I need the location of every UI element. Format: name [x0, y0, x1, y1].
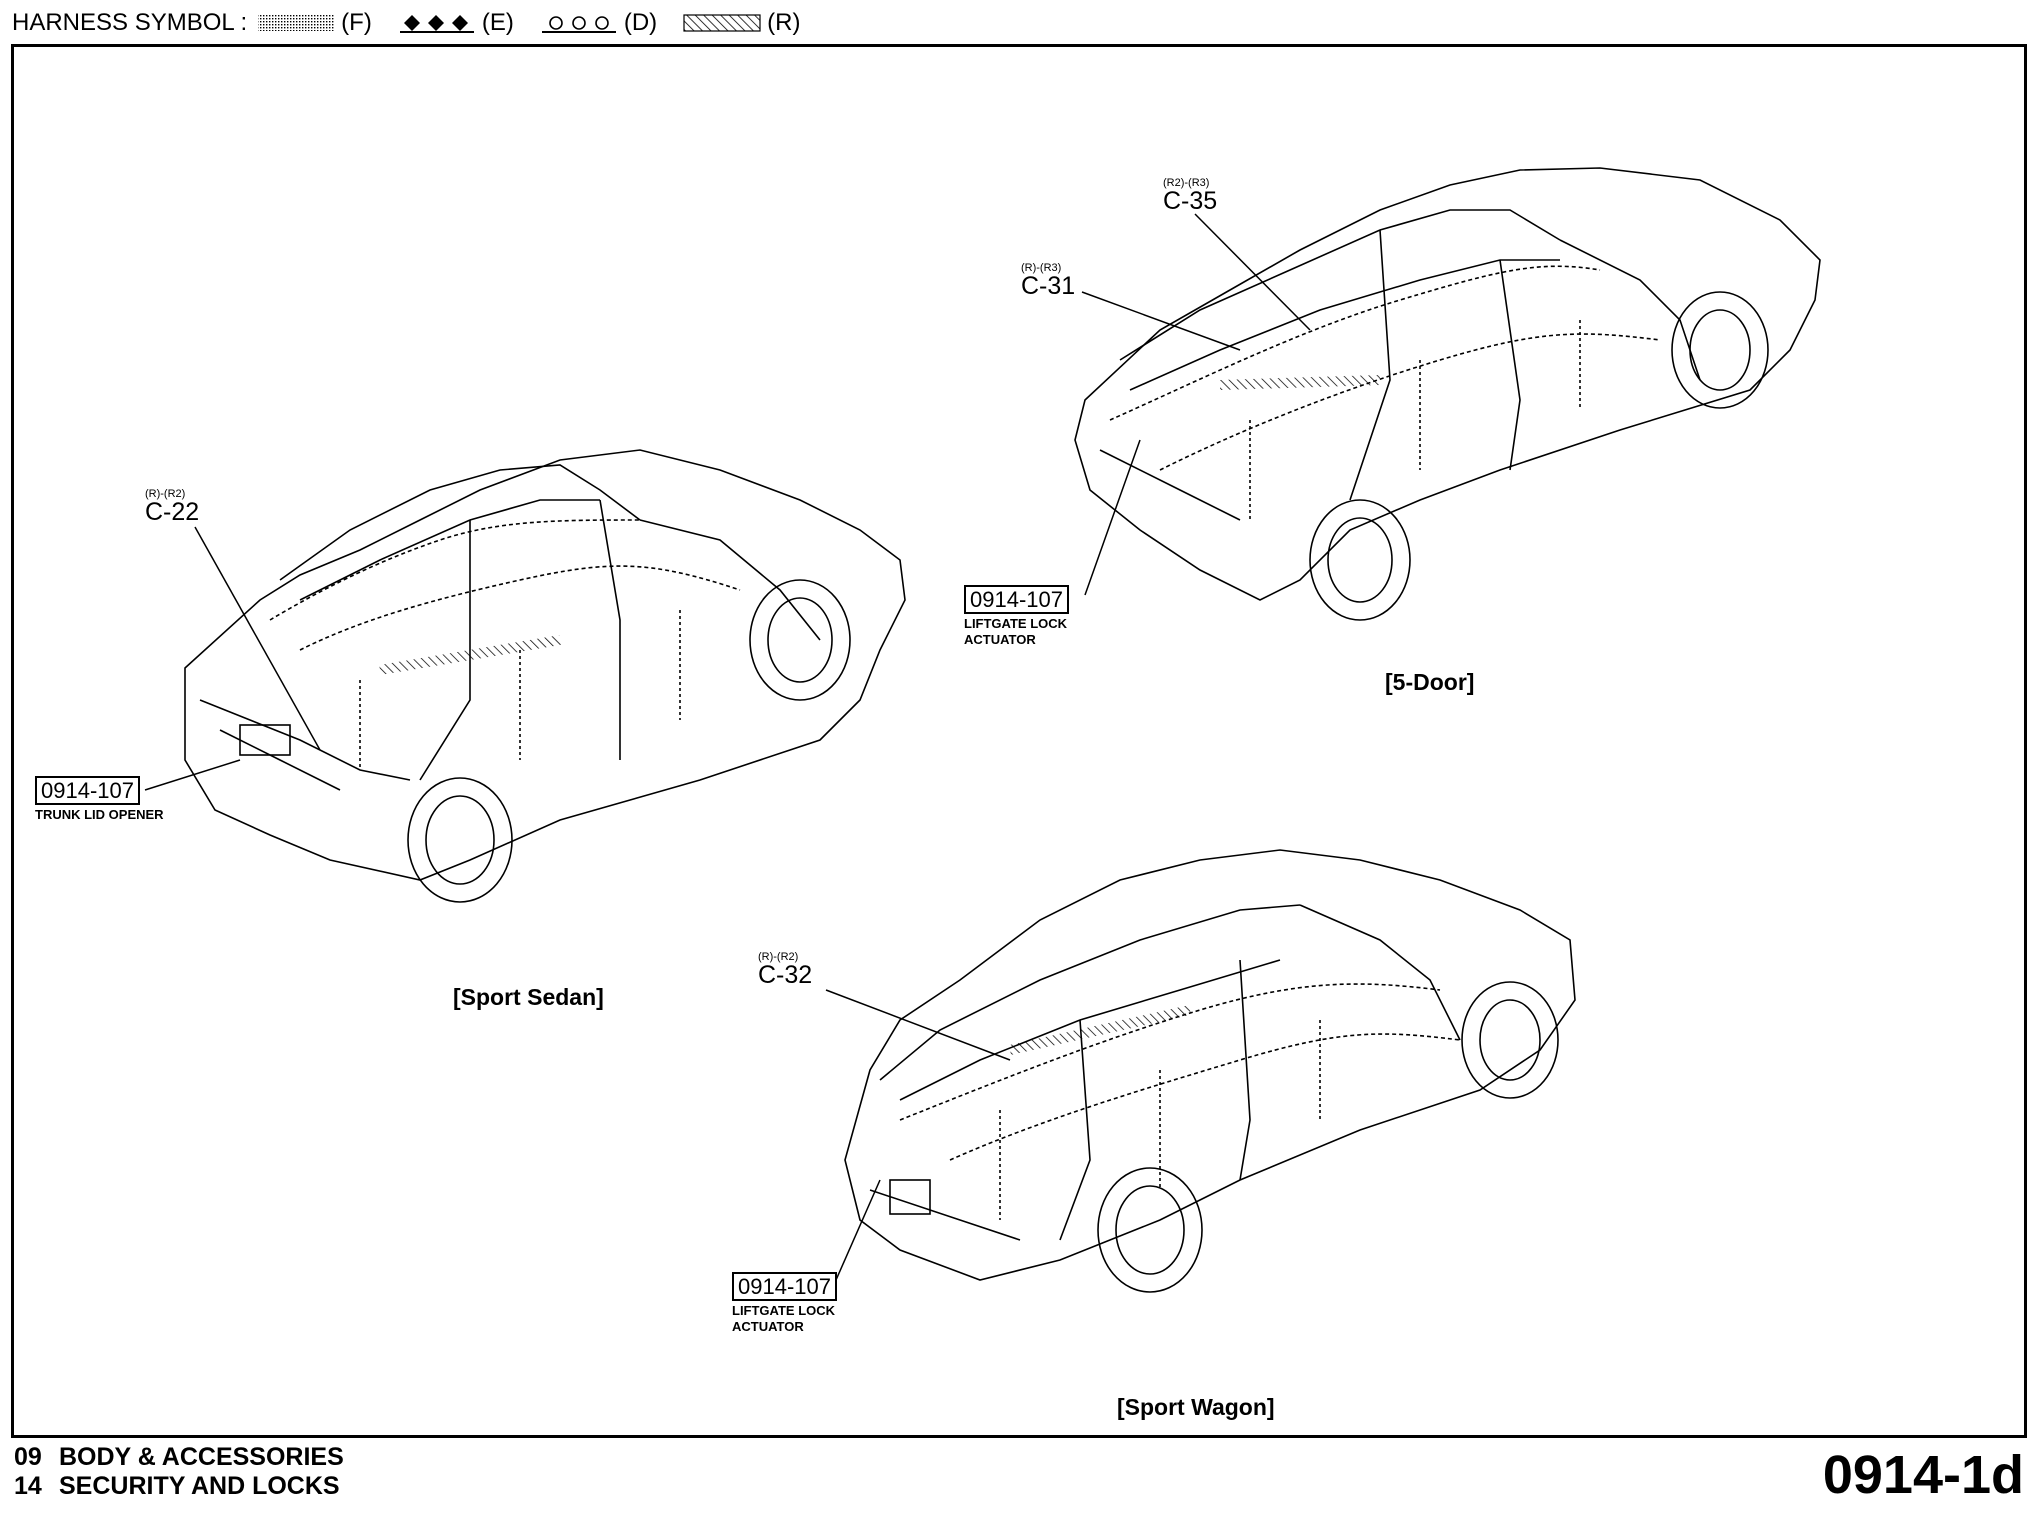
sport-sedan-drawing	[184, 449, 906, 903]
sport-wagon-drawing	[844, 849, 1576, 1293]
circle-chain-pattern-icon	[541, 16, 616, 33]
callout-range: (R2)-(R3)	[1163, 177, 1210, 189]
section-number: 09	[14, 1443, 42, 1471]
page-id: 0914-1d	[1822, 1445, 2024, 1505]
callout-id: C-35	[1163, 187, 1218, 215]
reference-code-box: 0914-107	[964, 585, 1069, 615]
reference-wagon: 0914-107 LIFTGATE LOCK ACTUATOR	[732, 1272, 837, 1336]
callout-id: C-32	[758, 961, 813, 989]
reference-caption: TRUNK LID OPENER	[35, 807, 164, 823]
diagram-frame	[11, 44, 2027, 1438]
callout-range: (R)-(R2)	[758, 951, 799, 963]
legend-code-f: (F)	[341, 9, 372, 36]
section-title: BODY & ACCESSORIES	[59, 1443, 344, 1471]
section-footer: 09 BODY & ACCESSORIES 14 SECURITY AND LOCK…	[14, 1443, 344, 1501]
connector-callout-c32: (R)-(R2) C-32	[758, 952, 812, 988]
reference-code-box: 0914-107	[732, 1272, 837, 1302]
diamond-chain-pattern-icon	[399, 15, 474, 33]
callout-id: C-22	[145, 498, 200, 526]
subsection-number: 14	[14, 1472, 42, 1500]
connector-callout-c22: (R)-(R2) C-22	[145, 489, 199, 525]
dotted-fill-pattern-icon	[258, 15, 335, 31]
callout-range: (R)-(R2)	[145, 488, 186, 500]
reference-code-box: 0914-107	[35, 776, 140, 806]
callout-range: (R)-(R3)	[1021, 262, 1062, 274]
five-door-drawing	[1074, 167, 1821, 621]
legend-code-r: (R)	[767, 9, 801, 36]
view-label-sport-sedan: [Sport Sedan]	[453, 984, 604, 1010]
harness-symbol-legend: HARNESS SYMBOL : (F) (E) (D) (R)	[12, 6, 822, 40]
legend-code-d: (D)	[623, 9, 658, 36]
legend-title: HARNESS SYMBOL :	[12, 9, 248, 36]
view-label-five-door: [5-Door]	[1385, 669, 1475, 695]
reference-five-door: 0914-107 LIFTGATE LOCK ACTUATOR	[964, 585, 1069, 649]
callout-id: C-31	[1021, 272, 1076, 300]
reference-caption: LIFTGATE LOCK ACTUATOR	[964, 616, 1068, 648]
leader-lines	[144, 213, 1311, 1281]
connector-callout-c35: (R2)-(R3) C-35	[1163, 178, 1217, 214]
connector-callout-c31: (R)-(R3) C-31	[1021, 263, 1075, 299]
reference-sedan: 0914-107 TRUNK LID OPENER	[35, 776, 164, 823]
view-label-sport-wagon: [Sport Wagon]	[1117, 1394, 1275, 1420]
subsection-title: SECURITY AND LOCKS	[59, 1472, 340, 1500]
legend-code-e: (E)	[481, 9, 514, 36]
diagonal-hatch-pattern-icon	[683, 14, 761, 32]
reference-caption: LIFTGATE LOCK ACTUATOR	[732, 1303, 836, 1335]
